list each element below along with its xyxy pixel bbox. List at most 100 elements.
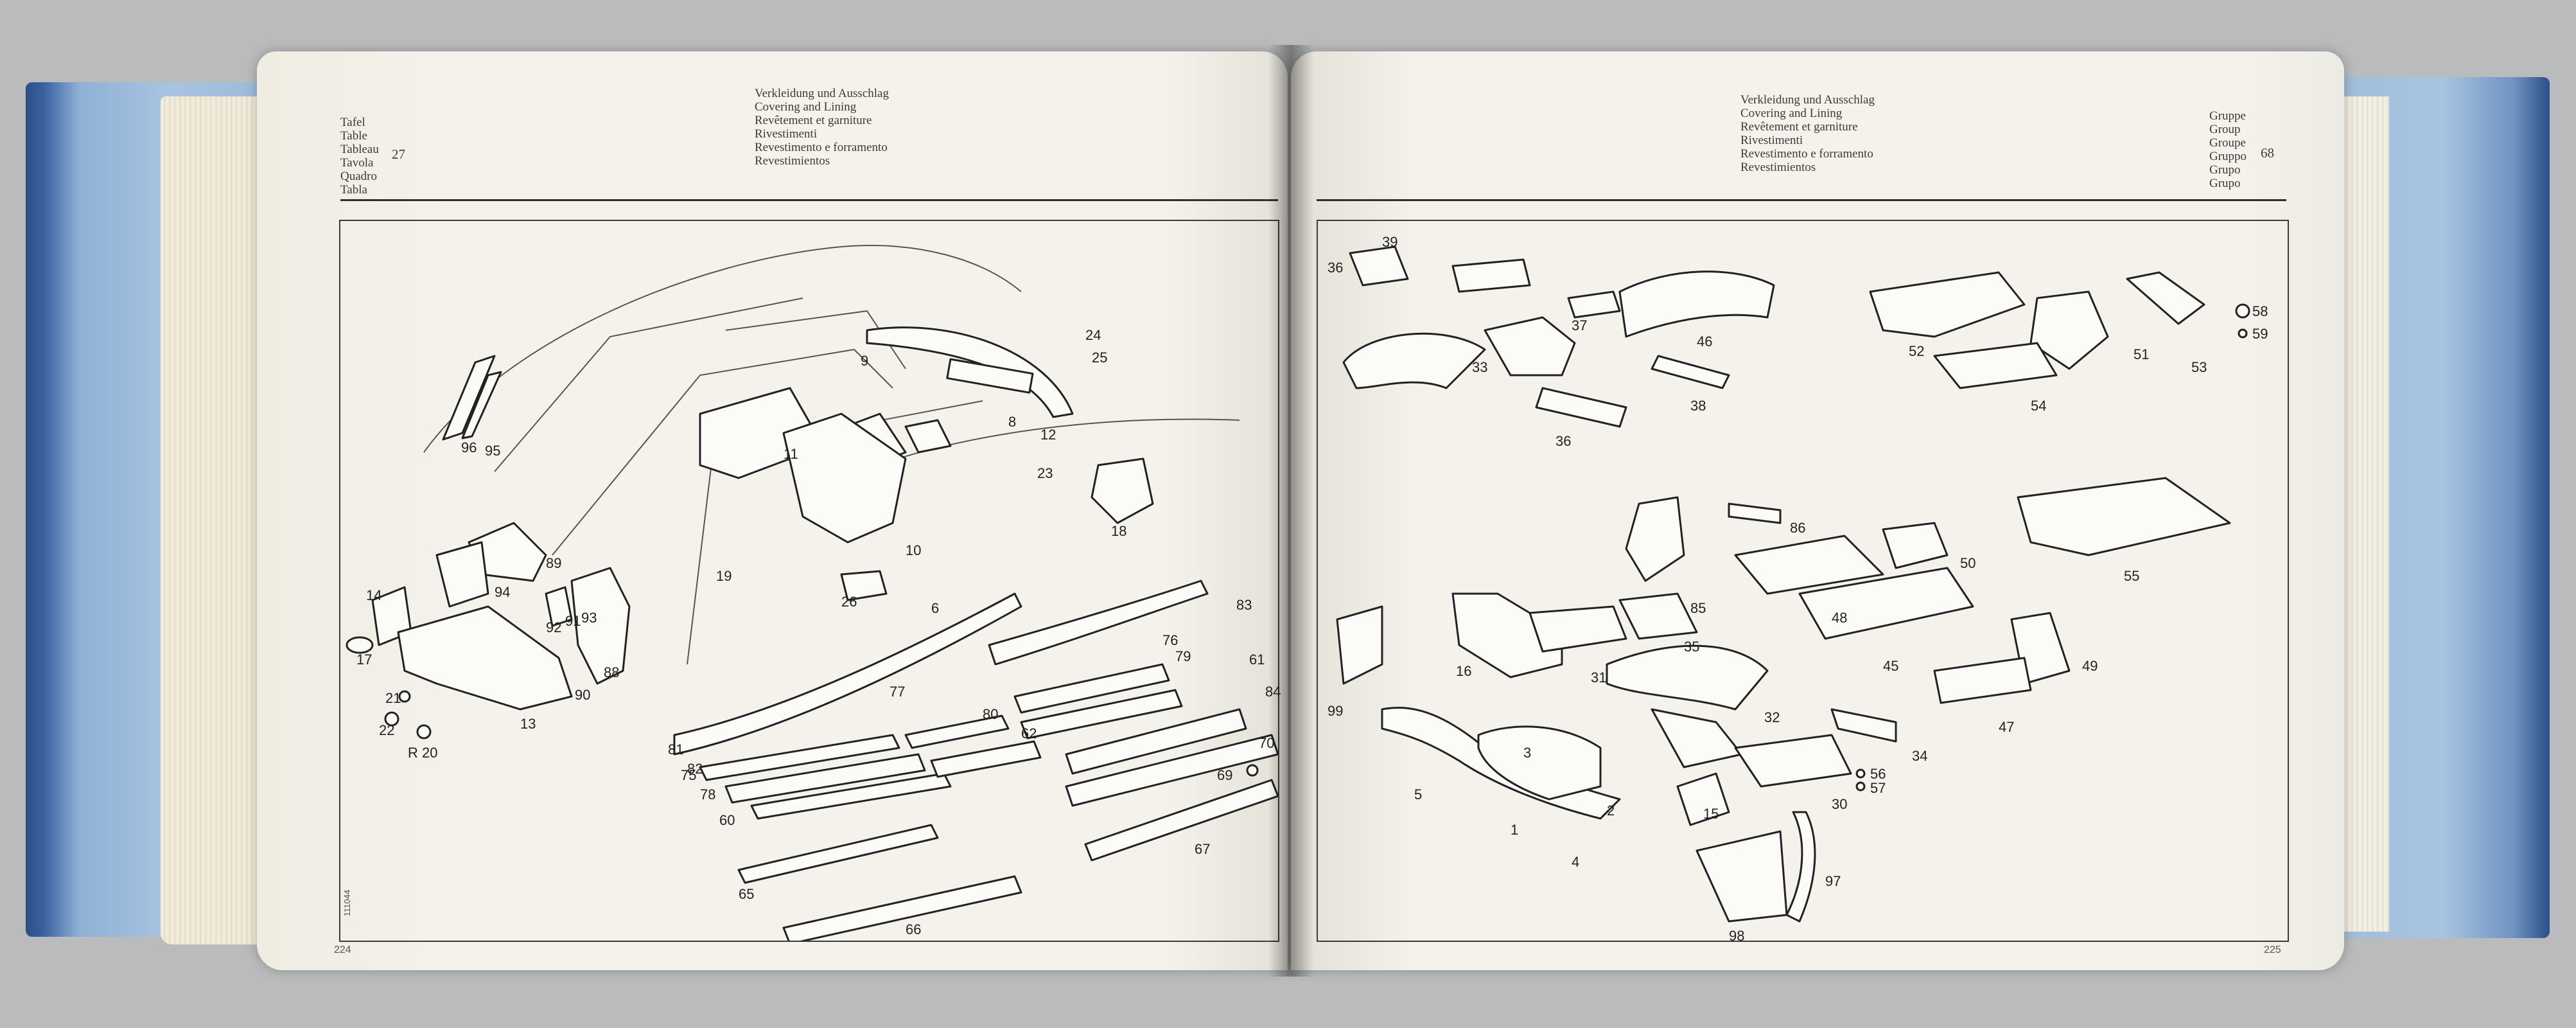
- callout-number: 80: [983, 706, 999, 722]
- table-label-column: Tafel Table Tableau Tavola Quadro Tabla: [340, 116, 379, 197]
- callout-number: 98: [1729, 928, 1745, 944]
- callout-number: 85: [1690, 600, 1706, 616]
- callout-number: 96: [461, 439, 477, 456]
- header-rule: [1317, 199, 2286, 201]
- callout-number: 30: [1832, 796, 1848, 812]
- title-line: Revestimientos: [755, 154, 830, 168]
- book-spine-shadow: [1268, 45, 1313, 977]
- callout-number: 24: [1085, 327, 1101, 343]
- callout-number: 12: [1040, 427, 1056, 443]
- title-line: Verkleidung und Ausschlag: [1740, 93, 1875, 107]
- callout-number: 90: [575, 687, 591, 703]
- title-line: Revestimento e forramento: [755, 141, 888, 154]
- callout-number: 70: [1259, 735, 1275, 751]
- callout-number: 8: [1008, 414, 1017, 430]
- illustration-frame: 39 36 37 46 33 36 38 52 51 53 58 59 54 8…: [1317, 220, 2289, 944]
- callout-number: 11: [784, 446, 798, 462]
- callout-number: 49: [2082, 658, 2098, 674]
- callout-number: 37: [1572, 317, 1588, 333]
- callout-number: 76: [1162, 632, 1178, 648]
- callout-number: 93: [581, 610, 597, 626]
- left-title-block: Verkleidung und Ausschlag Covering and L…: [755, 87, 889, 168]
- title-line: Covering and Lining: [1740, 107, 1843, 120]
- page-number-right: 225: [2264, 944, 2281, 955]
- callout-number: 38: [1690, 398, 1706, 414]
- callout-number: 31: [1591, 669, 1607, 686]
- illustration-frame: 96 95 9 24 25 11 8 12 23 18 10 14 94 89 …: [339, 220, 1281, 942]
- callout-number: 78: [700, 786, 716, 802]
- callout-number: 55: [2124, 568, 2140, 584]
- callout-number: 79: [1175, 648, 1191, 664]
- callout-number: 56: [1870, 766, 1886, 782]
- callout-number: 36: [1555, 433, 1572, 449]
- callout-number: 58: [2252, 303, 2268, 319]
- table-label: Tabla: [340, 183, 367, 197]
- callout-number: 51: [2134, 346, 2150, 362]
- exploded-parts-drawing-left: [346, 245, 1278, 941]
- callout-number: 83: [1236, 597, 1252, 613]
- callout-number: 52: [1909, 343, 1925, 359]
- callout-number: 5: [1414, 786, 1423, 802]
- title-line: Rivestimenti: [755, 127, 818, 141]
- callout-number: 39: [1382, 234, 1398, 250]
- callout-number: 46: [1697, 333, 1713, 350]
- callout-number: 54: [2031, 398, 2047, 414]
- callout-number: 66: [906, 921, 922, 937]
- callout-number: 26: [841, 594, 857, 610]
- callout-number: 65: [739, 886, 755, 902]
- right-title-block: Verkleidung und Ausschlag Covering and L…: [1740, 93, 1875, 174]
- callout-number: 53: [2191, 359, 2207, 375]
- callout-number: 91: [565, 613, 581, 629]
- title-line: Revêtement et garniture: [1740, 120, 1858, 134]
- callout-number: 16: [1456, 663, 1472, 679]
- right-page: Verkleidung und Ausschlag Covering and L…: [1291, 51, 2344, 970]
- callout-number: 17: [356, 651, 372, 668]
- title-line: Revêtement et garniture: [755, 114, 872, 127]
- exploded-parts-drawing-right: [1336, 245, 2250, 923]
- callout-number: 47: [1999, 719, 2015, 735]
- callout-number: 25: [1092, 350, 1108, 366]
- callout-number: 21: [385, 690, 401, 706]
- callout-number: 62: [1021, 725, 1037, 741]
- table-number: 27: [392, 146, 405, 162]
- callout-number: 1: [1511, 822, 1519, 838]
- callout-number: 9: [861, 353, 869, 369]
- callout-number: 69: [1217, 767, 1233, 783]
- callout-number: 81: [668, 741, 684, 758]
- callout-number: 14: [366, 587, 382, 603]
- title-line: Revestimientos: [1740, 161, 1816, 174]
- callout-number: 2: [1607, 802, 1615, 819]
- callout-number: 59: [2252, 326, 2268, 342]
- group-label: Grupo: [2209, 163, 2241, 177]
- callout-number: 32: [1764, 709, 1780, 725]
- callout-number: 6: [931, 600, 940, 616]
- callout-number: 33: [1472, 359, 1488, 375]
- title-line: Verkleidung und Ausschlag: [755, 87, 889, 100]
- callout-number: 77: [889, 684, 906, 700]
- callout-number: 10: [906, 542, 922, 558]
- page-edges-right: [2338, 96, 2389, 932]
- callout-number: 13: [520, 716, 536, 732]
- title-line: Rivestimenti: [1740, 134, 1803, 147]
- callout-number: 36: [1327, 260, 1344, 276]
- callout-number: 75: [681, 767, 697, 783]
- callout-number: 34: [1912, 748, 1928, 764]
- callout-number: 86: [1790, 520, 1806, 536]
- callout-number: 57: [1870, 780, 1886, 796]
- header-rule: [340, 199, 1278, 201]
- callout-number: 88: [604, 664, 620, 680]
- callout-number: 89: [546, 555, 562, 571]
- callout-number: 4: [1572, 854, 1580, 870]
- callout-number: 23: [1037, 465, 1053, 481]
- callout-number: 19: [716, 568, 732, 584]
- callout-number: R 20: [408, 745, 438, 761]
- group-label: Gruppo: [2209, 150, 2247, 163]
- callout-number: 94: [495, 584, 511, 600]
- callout-number: 99: [1327, 703, 1344, 719]
- callout-number: 97: [1825, 873, 1841, 889]
- callout-number: 15: [1703, 806, 1719, 822]
- callout-number: 95: [485, 443, 501, 459]
- page-number-left: 224: [334, 944, 351, 955]
- group-label: Groupe: [2209, 136, 2246, 150]
- group-number: 68: [2261, 145, 2274, 161]
